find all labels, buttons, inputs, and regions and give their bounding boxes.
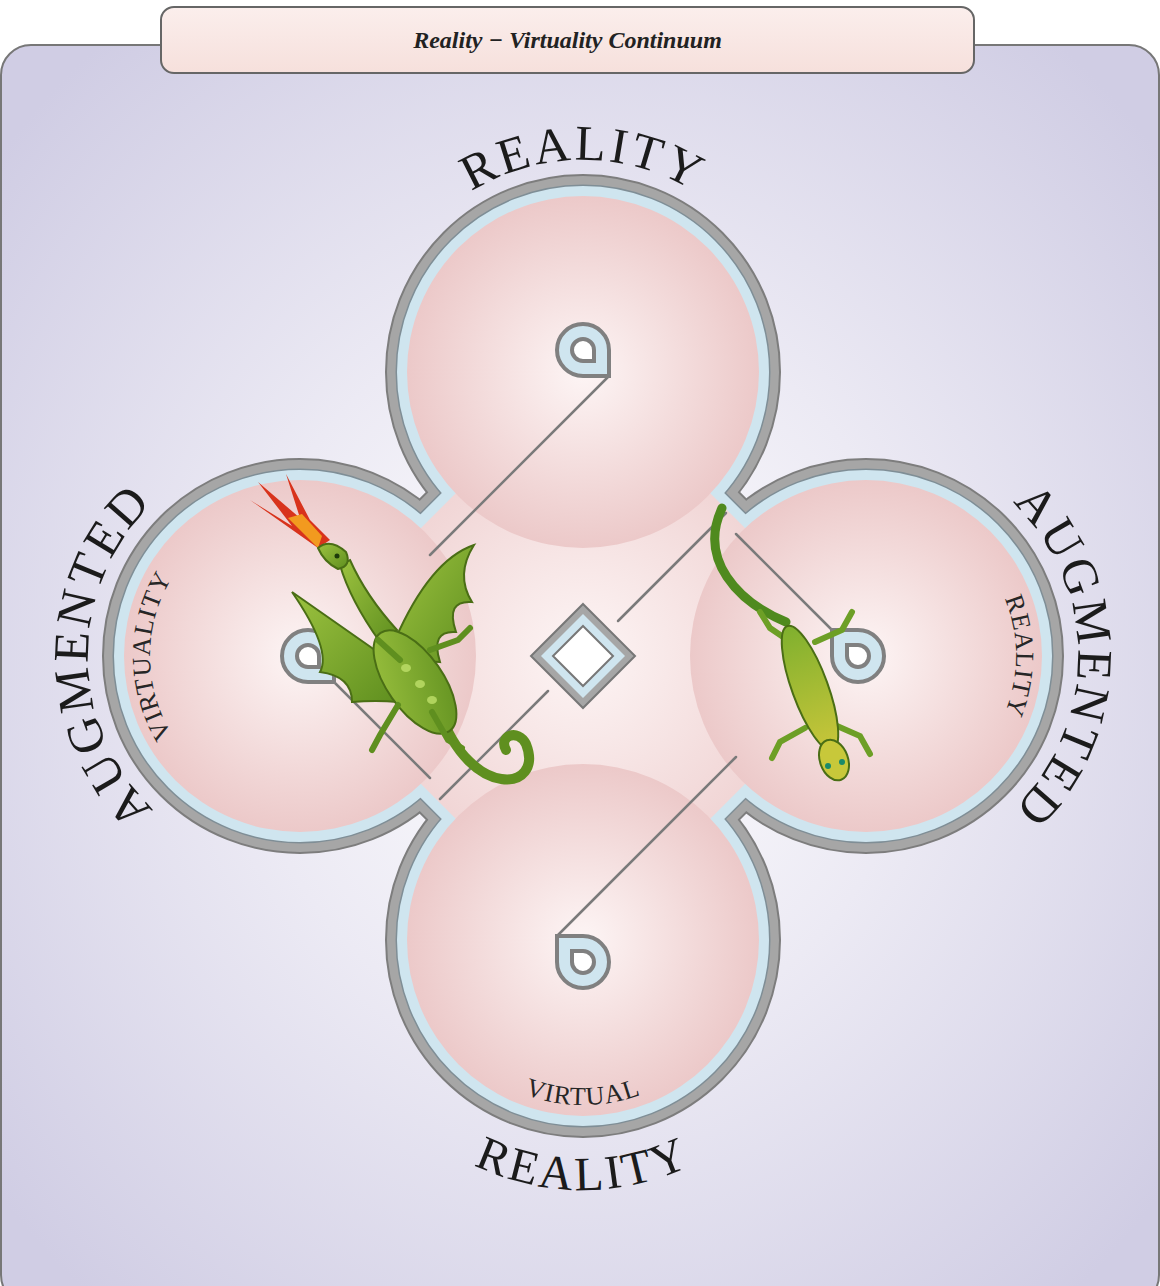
dragon-illustration-part-part (415, 680, 425, 688)
lobe-text-layer: VIRTUAL REALITY (303, 660, 863, 1220)
knot-lobe: AUGMENTEDVIRTUALITY (20, 376, 580, 936)
arc-text: REALITY (999, 591, 1039, 721)
knot-outer-ring-part-part (407, 196, 759, 548)
knot-outer-ring (124, 196, 1042, 1116)
continuum-label: REALITY (451, 115, 716, 201)
arc-text: REALITY (451, 115, 716, 201)
teardrop-holes-part-part (847, 645, 869, 667)
teardrop-holes-part-part (832, 630, 884, 682)
knot-outer-ring-part (124, 196, 1042, 1116)
lizard-illustration-part-part (772, 728, 805, 758)
lizard-illustration (715, 508, 870, 785)
dragon-illustration-part (288, 514, 322, 548)
dragon-illustration-part (335, 554, 340, 559)
knot-outer-ring-part-part (690, 480, 1042, 832)
teardrop-holes-part (557, 324, 609, 376)
inner-label: VIRTUALITY (127, 566, 178, 746)
teardrop-holes-part-part (557, 324, 609, 376)
lizard-illustration-part (715, 508, 786, 622)
teardrop-holes-part-part (572, 951, 594, 973)
knot-outer-ring-part-part (407, 764, 759, 1116)
dragon-illustration-part-part (430, 628, 470, 650)
knot-outer-ring-part-part (407, 764, 759, 1116)
knot-outer-ring-part (124, 196, 1042, 1116)
strand-lines-part (430, 376, 609, 555)
center-hole-part (531, 604, 635, 708)
continuum-label: AUGMENTED (42, 472, 161, 840)
arc-text: VIRTUALITY (127, 566, 178, 746)
dragon-illustration-part-part (372, 705, 398, 750)
strand-lines (334, 376, 832, 936)
dragon-illustration-part (318, 544, 348, 569)
lizard-illustration-part (760, 612, 870, 758)
knot-band-fill-part (407, 764, 759, 1116)
lizard-illustration-part (839, 759, 845, 765)
dragon-illustration-part-part (432, 712, 462, 748)
lizard-illustration-part-part (815, 612, 852, 642)
arc-text: AUGMENTED (42, 472, 161, 840)
teardrop-holes-part (832, 630, 884, 682)
knot-outer-ring-part-part (690, 480, 1042, 832)
teardrop-holes-part-part (557, 936, 609, 988)
knot-lobe: VIRTUAL REALITY (303, 660, 863, 1220)
inner-label: REALITY (999, 591, 1039, 721)
knot-outer-ring-part-part (407, 196, 759, 548)
center-hole-part (553, 626, 613, 686)
dragon-illustration (250, 474, 529, 779)
dragon-illustration-part (372, 628, 470, 750)
knot-band-fill (124, 196, 1042, 1116)
knot-outer-ring-part-part (407, 196, 759, 548)
lizard-illustration-part (814, 735, 855, 784)
background-panel (1, 45, 1159, 1286)
inner-label: VIRTUAL (523, 1073, 644, 1112)
arc-text: VIRTUAL (523, 1073, 644, 1112)
arc-text: AUGMENTED (1004, 472, 1123, 840)
arc-text: REALITY (470, 1125, 697, 1200)
knot-outer-ring-part-part (407, 764, 759, 1116)
dragon-illustration-part (358, 617, 473, 747)
dragon-illustration-part-part (427, 696, 437, 704)
teardrop-holes-part-part (297, 645, 319, 667)
strand-lines-part (557, 757, 736, 936)
knot-lobe: REALITY (303, 92, 863, 652)
strand-lines-part (618, 513, 726, 621)
knot-band-fill-part (407, 196, 759, 548)
knot-outer-ring-part (124, 196, 1042, 1116)
strand-lines-part (736, 534, 832, 630)
knot-lobe: AUGMENTEDREALITY (586, 376, 1146, 936)
center-hole (531, 604, 635, 708)
lobe-text-layer: REALITY (303, 92, 863, 652)
knot-outer-ring-part-part (690, 480, 1042, 832)
teardrop-holes-part (557, 936, 609, 988)
dragon-illustration-part (401, 664, 437, 704)
lobe-text-layer: AUGMENTEDREALITY (586, 376, 1146, 936)
continuum-label: REALITY (470, 1125, 697, 1200)
teardrop-holes (282, 324, 884, 988)
lizard-illustration-part (825, 763, 831, 769)
knot-outer-ring-part (124, 196, 1042, 1116)
teardrop-holes-part-part (572, 339, 594, 361)
center-hole-part (541, 614, 625, 698)
dragon-illustration-part-part (401, 664, 411, 672)
title-box: Reality − Virtuality Continuum (160, 6, 975, 74)
lobe-text-layer: AUGMENTEDVIRTUALITY (20, 376, 580, 936)
knot-outer-ring-part-part (690, 480, 1042, 832)
dragon-illustration-part (250, 474, 330, 548)
dragon-illustration-part-part (378, 640, 400, 660)
knot-outer-ring-part-part (407, 764, 759, 1116)
continuum-label: AUGMENTED (1004, 472, 1123, 840)
lizard-illustration-part (771, 620, 850, 756)
knot-outer-ring-part-part (407, 196, 759, 548)
knot-band-fill-part (690, 480, 1042, 832)
diagram-title: Reality − Virtuality Continuum (413, 27, 722, 54)
